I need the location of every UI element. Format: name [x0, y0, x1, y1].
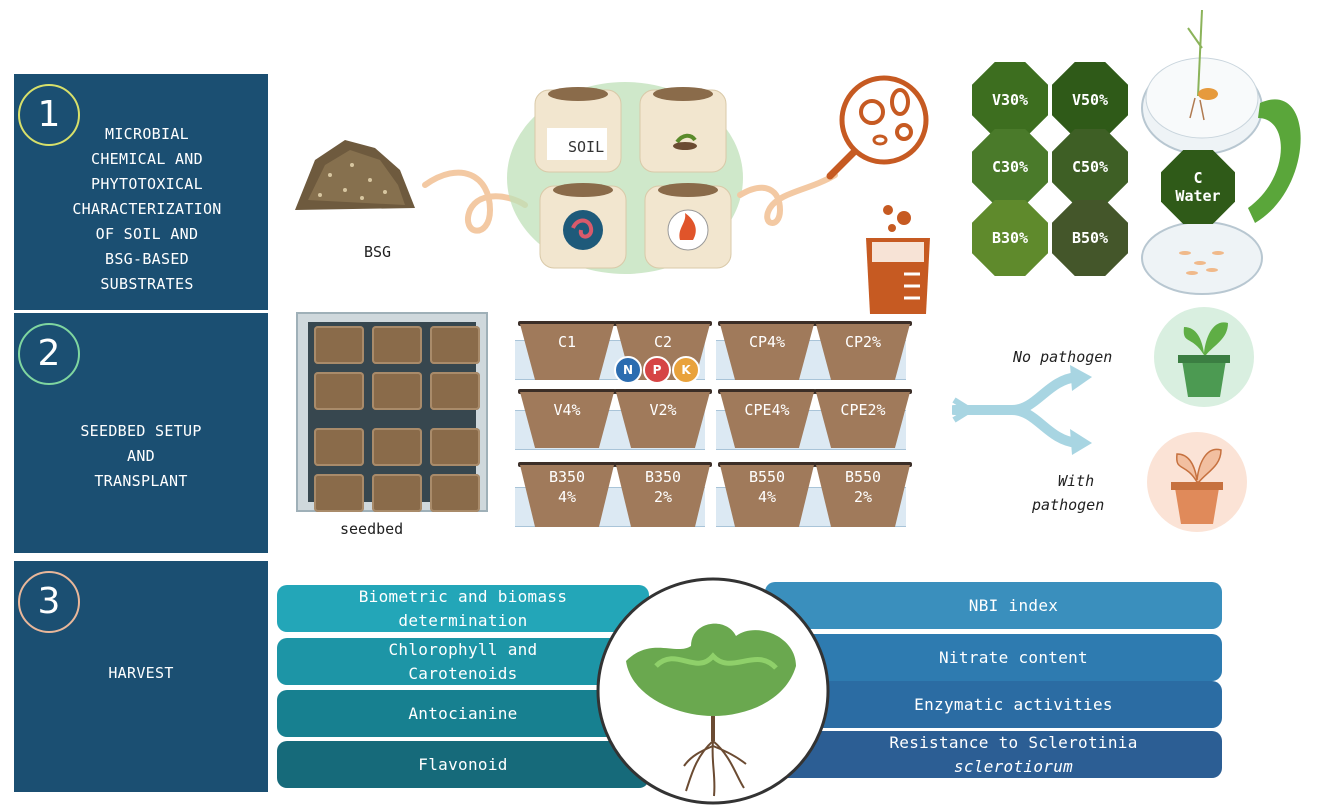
pot-rim: [614, 389, 712, 394]
seedbed-cell: [430, 326, 480, 364]
octagon-v30: V30%: [972, 62, 1048, 138]
bar-nitrate: Nitrate content: [765, 634, 1222, 681]
seedbed-cell: [430, 474, 480, 512]
octagon-b50: B50%: [1052, 200, 1128, 276]
diseased-plant-pot-icon: [1147, 432, 1247, 532]
seedbed-cell: [430, 372, 480, 410]
pot-rim: [718, 321, 816, 326]
petri-dish-seedling-icon: [1141, 9, 1301, 295]
pot-rim: [518, 462, 616, 467]
bar-resistance-line1: Resistance to Sclerotinia: [889, 732, 1138, 752]
bar-chlorophyll-line1: Chlorophyll and: [388, 639, 538, 659]
octagon-c30: C30%: [972, 129, 1048, 205]
bar-biometric: Biometric and biomass determination: [277, 585, 649, 632]
pot-6: CPE4%: [720, 392, 814, 448]
npk-n-badge: N: [614, 356, 642, 384]
seedbed-cell: [314, 372, 364, 410]
seedbed-cell: [372, 428, 422, 466]
no-pathogen-label: No pathogen: [1013, 348, 1113, 366]
pot-rim: [814, 462, 912, 467]
soil-label: SOIL: [568, 138, 605, 156]
microbes-magnifier-icon: [826, 75, 929, 180]
step-3-text: HARVEST: [108, 664, 174, 682]
step-1-panel: 1 MICROBIAL CHEMICAL AND PHYTOTOXICAL CH…: [14, 74, 268, 310]
with-pathogen-line1: With: [1058, 472, 1095, 490]
pot-rim: [518, 321, 616, 326]
bar-biometric-line1: Biometric and biomass: [358, 586, 568, 606]
pot-7: CPE2%: [816, 392, 910, 448]
step-1-number: 1: [18, 84, 80, 146]
step-1-text: MICROBIAL CHEMICAL AND PHYTOTOXICAL CHAR…: [72, 125, 222, 293]
control-label-water: Water: [1175, 187, 1221, 205]
seedbed-cell: [430, 428, 480, 466]
seedbed-cell: [314, 474, 364, 512]
bar-flavonoid: Flavonoid: [277, 741, 649, 788]
pot-5: V2%: [616, 392, 710, 448]
seedbed-cell: [314, 428, 364, 466]
bar-resistance: Resistance to Sclerotinia sclerotiorum: [765, 731, 1222, 778]
bar-nbi-line1: NBI index: [968, 595, 1059, 615]
step-3-panel: 3 HARVEST: [14, 561, 268, 792]
healthy-plant-pot-icon: [1154, 307, 1254, 407]
seedbed-cell: [314, 326, 364, 364]
pot-4: V4%: [520, 392, 614, 448]
with-pathogen-line2: pathogen: [1032, 496, 1105, 514]
lettuce-plant-icon: [596, 577, 830, 805]
bar-flavonoid-line1: Flavonoid: [418, 754, 508, 774]
pot-rim: [718, 462, 816, 467]
seedbed-cell: [372, 326, 422, 364]
bsg-heap-icon: [295, 140, 415, 210]
seedbed-cell: [372, 372, 422, 410]
step-2-text: SEEDBED SETUP AND TRANSPLANT: [80, 422, 202, 490]
bar-antocianine-line1: Antocianine: [408, 703, 518, 723]
pot-rim: [718, 389, 816, 394]
bar-biometric-line2: determination: [398, 610, 528, 630]
octagon-v50: V50%: [1052, 62, 1128, 138]
pot-8: B350 4%: [520, 465, 614, 527]
bar-antocianine: Antocianine: [277, 690, 649, 737]
octagon-control-water: C Water: [1161, 150, 1235, 224]
pot-0: C1: [520, 324, 614, 380]
curved-arrow-1-icon: [422, 169, 528, 234]
bar-enzymatic: Enzymatic activities: [765, 681, 1222, 728]
step-3-number: 3: [18, 571, 80, 633]
pot-10: B550 4%: [720, 465, 814, 527]
pot-rim: [614, 462, 712, 467]
pot-rim: [614, 321, 712, 326]
control-label-c: C: [1193, 169, 1203, 187]
npk-p-badge: P: [643, 356, 671, 384]
seedbed-label: seedbed: [340, 520, 404, 538]
bsg-label: BSG: [364, 243, 392, 261]
pot-rim: [814, 321, 912, 326]
octagon-b30: B30%: [972, 200, 1048, 276]
bar-nbi-index: NBI index: [765, 582, 1222, 629]
step-2-number: 2: [18, 323, 80, 385]
pot-2: CP4%: [720, 324, 814, 380]
octagon-c50: C50%: [1052, 129, 1128, 205]
npk-k-badge: K: [672, 356, 700, 384]
pot-rim: [814, 389, 912, 394]
pot-3: CP2%: [816, 324, 910, 380]
bar-resistance-line2: sclerotiorum: [953, 756, 1074, 776]
bar-enzymatic-line1: Enzymatic activities: [914, 694, 1113, 714]
split-arrow-icon: [952, 365, 1092, 455]
step-2-panel: 2 SEEDBED SETUP AND TRANSPLANT: [14, 313, 268, 553]
pot-rim: [518, 389, 616, 394]
bar-chlorophyll: Chlorophyll and Carotenoids: [277, 638, 649, 685]
pot-11: B550 2%: [816, 465, 910, 527]
pot-9: B350 2%: [616, 465, 710, 527]
bar-nitrate-line1: Nitrate content: [939, 647, 1088, 667]
seedbed-cell: [372, 474, 422, 512]
curved-arrow-2-icon: [737, 172, 838, 226]
soil-bags-illustration-icon: [507, 82, 743, 274]
beaker-icon: [866, 205, 930, 314]
bar-chlorophyll-line2: Carotenoids: [408, 663, 518, 683]
